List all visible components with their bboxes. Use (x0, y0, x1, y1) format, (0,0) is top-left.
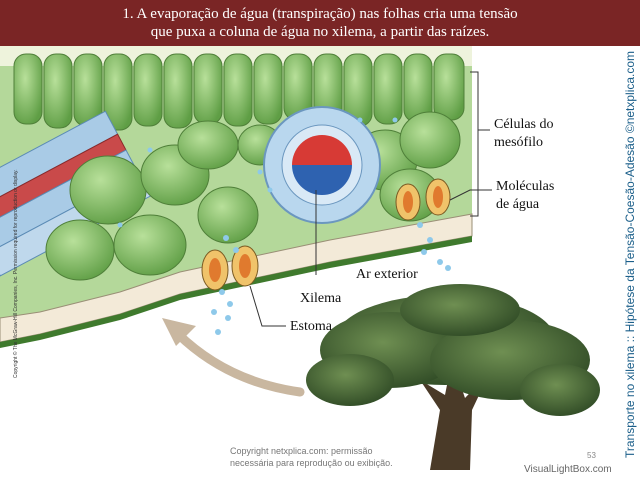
palisade-cell (13, 53, 43, 125)
tree-to-leaf-arrow (173, 329, 305, 397)
spongy-cell (197, 186, 259, 244)
side-title: Transporte no xilema :: Hipótese da Tens… (623, 50, 637, 458)
mesophyll-bracket (470, 71, 479, 217)
palisade-cell (193, 53, 223, 125)
leaf-cuticle (0, 236, 472, 348)
label-mesophyll-line-1: Células do (494, 117, 554, 132)
label-water-line-2: de água (496, 197, 540, 212)
label-water-line-1: Moléculas (496, 179, 555, 194)
footer-copyright-line-1: Copyright netxplica.com: permissão (230, 446, 373, 456)
label-outside-air: Ar exterior (356, 267, 418, 282)
tree-illustration (306, 284, 600, 470)
watermark: VisualLightBox.com (524, 464, 612, 475)
label-xylem: Xilema (300, 291, 342, 306)
title-banner: 1. A evaporação de água (transpiração) n… (0, 0, 640, 46)
label-stoma: Estoma (290, 319, 332, 334)
spongy-cell (177, 120, 239, 170)
spongy-cell (45, 219, 115, 281)
water-molecules (117, 117, 451, 335)
palisade-cell (433, 53, 465, 121)
label-mesophyll-line-2: mesófilo (494, 135, 543, 150)
stoma-left (201, 245, 259, 291)
banner-line-1: 1. A evaporação de água (transpiração) n… (122, 6, 518, 22)
stoma-right (395, 178, 451, 221)
spongy-cell (399, 111, 461, 169)
palisade-layer (13, 53, 465, 131)
footer-copyright-line-2: necessária para reprodução ou exibição. (230, 458, 393, 468)
spongy-cell (113, 214, 187, 276)
spongy-cell (69, 155, 147, 225)
leader-water (449, 189, 492, 201)
xylem-region (292, 135, 352, 165)
palisade-cell (103, 53, 133, 131)
leader-stoma (249, 285, 286, 327)
palisade-cell (373, 53, 403, 125)
palisade-cell (163, 53, 193, 129)
banner-line-2: que puxa a coluna de água no xilema, a p… (150, 24, 490, 40)
palisade-cell (133, 53, 163, 127)
vertical-copyright: Copyright © The McGraw-Hill Companies, I… (13, 169, 19, 378)
page-number: 53 (587, 451, 596, 460)
palisade-cell (253, 53, 283, 125)
palisade-cell (223, 53, 253, 127)
palisade-cell (43, 53, 73, 129)
phloem-region (292, 165, 352, 195)
vascular-bundle (263, 106, 381, 224)
leaf-cross-section-diagram (0, 46, 600, 470)
